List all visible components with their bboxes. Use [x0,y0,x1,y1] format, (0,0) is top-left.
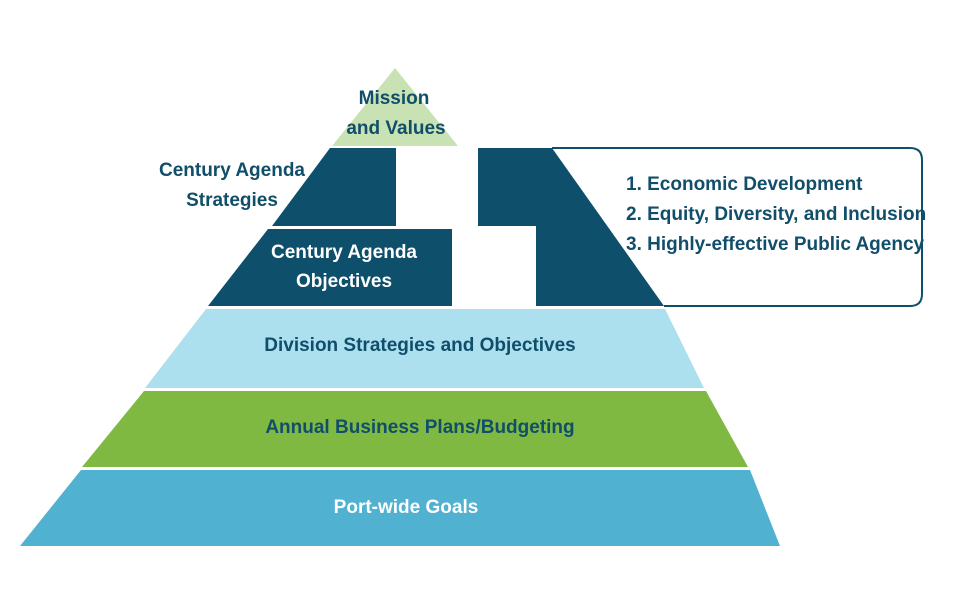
tier-right-dark-shape [478,148,664,306]
strategies-label-line2: Strategies [186,190,278,211]
callout-bracket [552,147,923,307]
mission-label-line1: Mission [359,88,430,109]
tier-strategies-shape [272,148,396,226]
tier-division-shape [145,309,704,388]
callout-item-2: 2. Equity, Diversity, and Inclusion [626,204,926,225]
tier-annual-shape [82,391,748,467]
mission-label-line2: and Values [346,118,445,139]
portwide-label: Port-wide Goals [334,497,479,518]
callout-item-3: 3. Highly-effective Public Agency [626,234,925,255]
tier-objectives-shape [208,229,452,306]
tier-mission-shape [332,68,458,146]
division-label: Division Strategies and Objectives [264,335,576,356]
callout-item-1: 1. Economic Development [626,174,863,195]
objectives-label-line1: Century Agenda [271,242,417,263]
tier-portwide-shape [20,470,780,546]
annual-label: Annual Business Plans/Budgeting [265,417,574,438]
objectives-label-line2: Objectives [296,271,392,292]
strategies-label-line1: Century Agenda [159,160,305,181]
